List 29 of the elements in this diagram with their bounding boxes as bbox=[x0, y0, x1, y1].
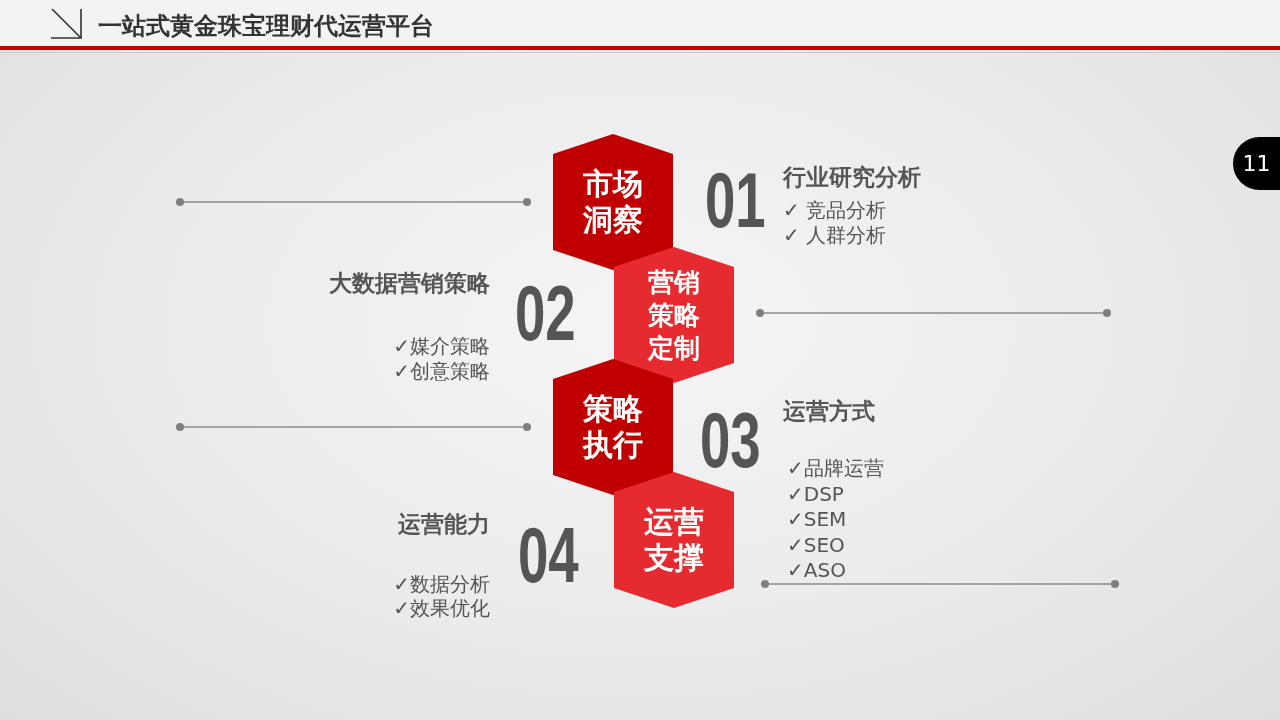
step-number: 02 bbox=[515, 283, 576, 344]
hexagon-label: 策略执行 bbox=[581, 391, 644, 463]
hexagon-label: 市场洞察 bbox=[582, 166, 644, 238]
checklist-item: ✓SEO bbox=[787, 532, 845, 557]
checklist-item: ✓效果优化 bbox=[393, 596, 490, 620]
section-heading: 运营能力 bbox=[398, 510, 490, 539]
checklist-item: ✓ 人群分析 bbox=[783, 223, 887, 247]
hexagon-tile bbox=[614, 472, 734, 608]
step-number: 01 bbox=[705, 170, 766, 231]
section-heading: 行业研究分析 bbox=[783, 163, 921, 192]
section-heading: 大数据营销策略 bbox=[329, 269, 490, 298]
checklist-item: ✓ 竞品分析 bbox=[783, 198, 887, 222]
checklist-item: ✓品牌运营 bbox=[787, 456, 884, 480]
hexagon-label: 营销策略定制 bbox=[646, 265, 701, 365]
step-number: 04 bbox=[518, 525, 579, 586]
section-heading: 运营方式 bbox=[783, 397, 875, 426]
slide-title: 一站式黄金珠宝理财代运营平台 bbox=[98, 11, 434, 41]
page-number: 11 bbox=[1233, 137, 1280, 190]
hexagon-tile bbox=[553, 359, 673, 495]
hexagon-label: 运营支撑 bbox=[643, 504, 705, 576]
checklist-item: ✓ASO bbox=[787, 558, 846, 582]
hexagon-tile bbox=[553, 134, 673, 270]
hexagon-tile bbox=[614, 247, 734, 383]
checklist-item: ✓创意策略 bbox=[393, 359, 490, 383]
step-number: 03 bbox=[700, 410, 761, 471]
checklist-item: ✓媒介策略 bbox=[393, 334, 490, 358]
checklist-item: ✓数据分析 bbox=[393, 572, 490, 596]
checklist-item: ✓SEM bbox=[787, 507, 847, 531]
checklist-item: ✓DSP bbox=[787, 481, 844, 506]
